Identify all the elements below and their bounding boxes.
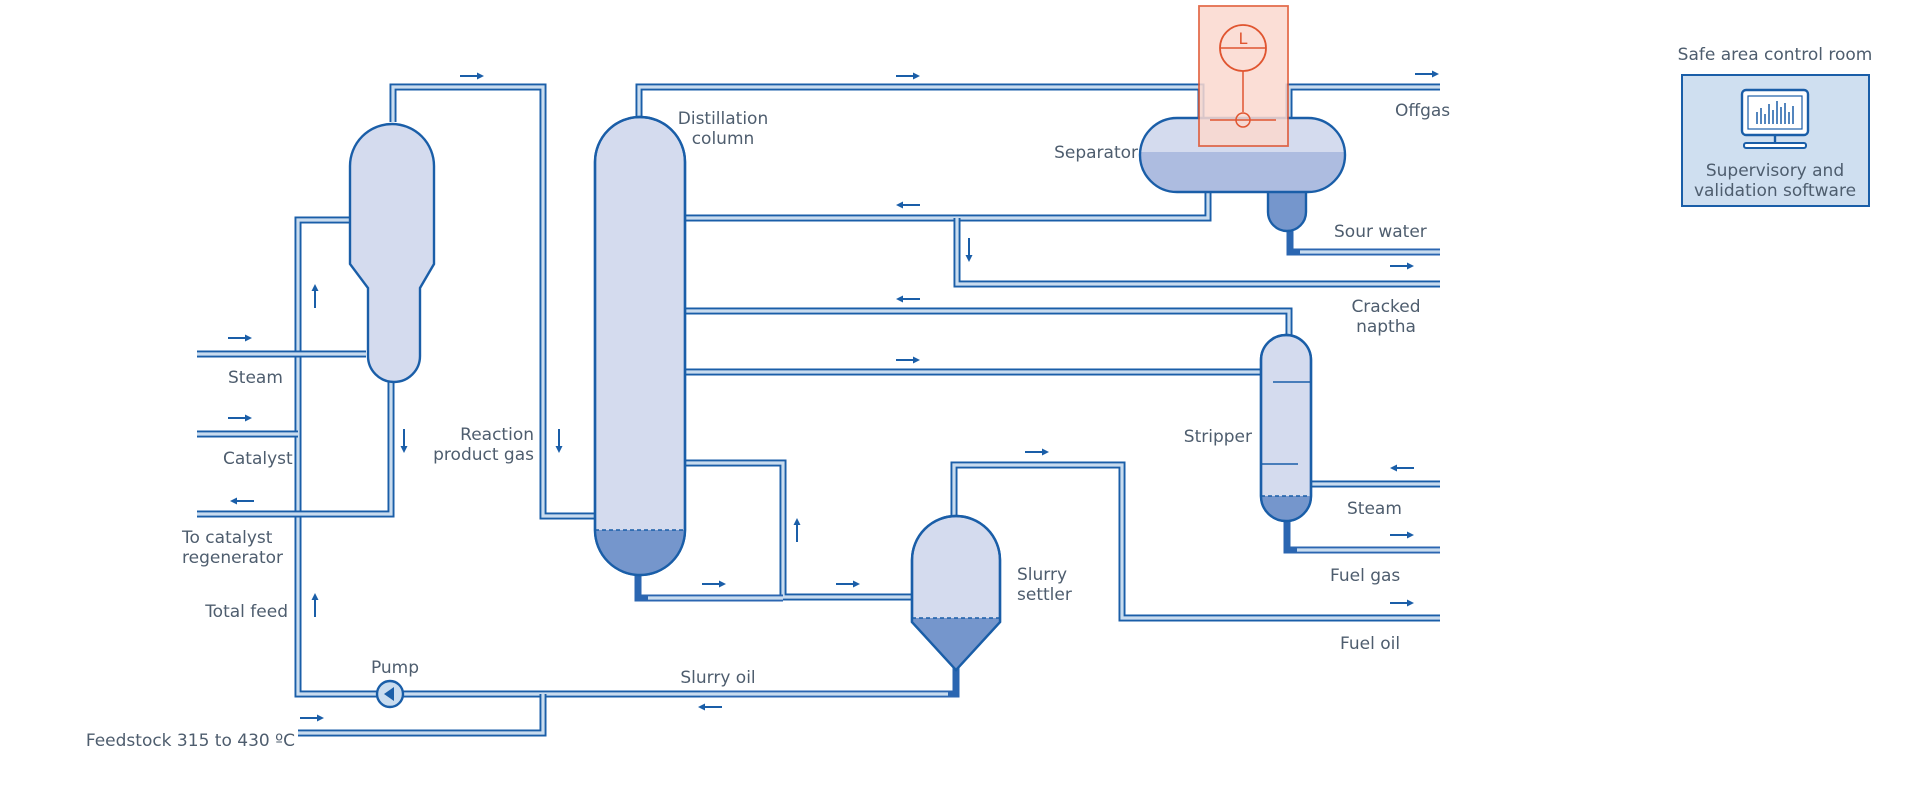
- flow-arrow-icon: [965, 238, 973, 262]
- flow-arrow-icon: [460, 72, 484, 80]
- flow-arrow-icon: [896, 72, 920, 80]
- label-offgas: Offgas: [1395, 101, 1450, 121]
- label-feedstock: Feedstock 315 to 430 ºC: [86, 731, 295, 751]
- flow-arrow-icon: [896, 201, 920, 209]
- label-separator: Separator: [1054, 143, 1138, 163]
- label-distillation-column: Distillation: [678, 109, 769, 129]
- flow-arrow-icon: [896, 295, 920, 303]
- flow-arrow-icon: [400, 429, 408, 453]
- flow-arrow-icon: [836, 580, 860, 588]
- flow-arrow-icon: [1390, 464, 1414, 472]
- label-slurry-settler: settler: [1017, 585, 1072, 605]
- flow-arrow-icon: [311, 284, 319, 308]
- pump-arrow-icon: [384, 687, 394, 701]
- separator-vessel: [1138, 116, 1347, 233]
- instrument-symbol: L: [1239, 29, 1248, 48]
- label-slurry-settler: Slurry: [1017, 565, 1067, 585]
- label-reaction-product-gas: Reaction: [460, 425, 534, 445]
- software-label: validation software: [1694, 181, 1856, 201]
- flow-arrow-icon: [896, 356, 920, 364]
- label-sour-water: Sour water: [1334, 222, 1427, 242]
- label-reaction-product-gas: product gas: [433, 445, 534, 465]
- flow-arrow-icon: [698, 703, 722, 711]
- flow-arrow-icon: [228, 414, 252, 422]
- pipe-stripper-return: [681, 307, 1293, 344]
- label-catalyst-regenerator: To catalyst: [181, 528, 273, 548]
- label-fuel-gas: Fuel gas: [1330, 566, 1400, 586]
- label-slurry-oil: Slurry oil: [680, 668, 755, 688]
- label-stripper-steam: Steam: [1347, 499, 1402, 519]
- pump: [375, 679, 405, 709]
- pipe-catalyst-regenerator: [197, 370, 395, 518]
- control-room-panel: Safe area control room Supervisory and v…: [1678, 45, 1873, 207]
- label-fuel-oil: Fuel oil: [1340, 634, 1400, 654]
- control-room-title: Safe area control room: [1678, 45, 1873, 65]
- label-stripper: Stripper: [1184, 427, 1252, 447]
- column-liquid: [595, 530, 685, 575]
- flow-arrow-icon: [1390, 531, 1414, 539]
- reactor-vessel: [348, 122, 436, 384]
- flow-arrow-icon: [1390, 262, 1414, 270]
- flow-arrow-icon: [1415, 70, 1439, 78]
- separator-liquid: [1140, 152, 1345, 192]
- flow-arrow-icon: [230, 497, 254, 505]
- software-label: Supervisory and: [1706, 161, 1844, 181]
- label-total-feed: Total feed: [204, 602, 288, 622]
- flow-arrow-icon: [555, 429, 563, 453]
- slurry-settler-vessel: [910, 514, 1002, 672]
- level-transmitter: L: [1198, 5, 1289, 147]
- labels: Distillation column Separator Offgas Sou…: [86, 101, 1450, 751]
- flow-arrow-icon: [702, 580, 726, 588]
- pipe-fuel-gas: [1283, 518, 1440, 554]
- label-distillation-column: column: [692, 129, 755, 149]
- flow-arrow-icon: [793, 518, 801, 542]
- piping: [197, 83, 1440, 737]
- stripper-vessel: [1259, 333, 1313, 523]
- label-catalyst-regenerator: regenerator: [182, 548, 283, 568]
- computer-monitor-icon: [1740, 88, 1810, 149]
- pipe-separator-reflux: [681, 186, 1212, 222]
- distillation-column-vessel: [593, 115, 687, 577]
- label-reactor-steam: Steam: [228, 368, 283, 388]
- flow-arrow-icon: [228, 334, 252, 342]
- flow-arrow-icon: [311, 593, 319, 617]
- label-catalyst: Catalyst: [223, 449, 293, 469]
- pipe-feedstock: [298, 694, 547, 737]
- flow-arrow-icon: [1390, 599, 1414, 607]
- label-cracked-naptha: Cracked: [1351, 297, 1420, 317]
- flow-arrows: [228, 70, 1439, 722]
- flow-arrow-icon: [300, 714, 324, 722]
- flow-arrow-icon: [1025, 448, 1049, 456]
- label-pump: Pump: [371, 658, 419, 678]
- label-cracked-naptha: naptha: [1356, 317, 1416, 337]
